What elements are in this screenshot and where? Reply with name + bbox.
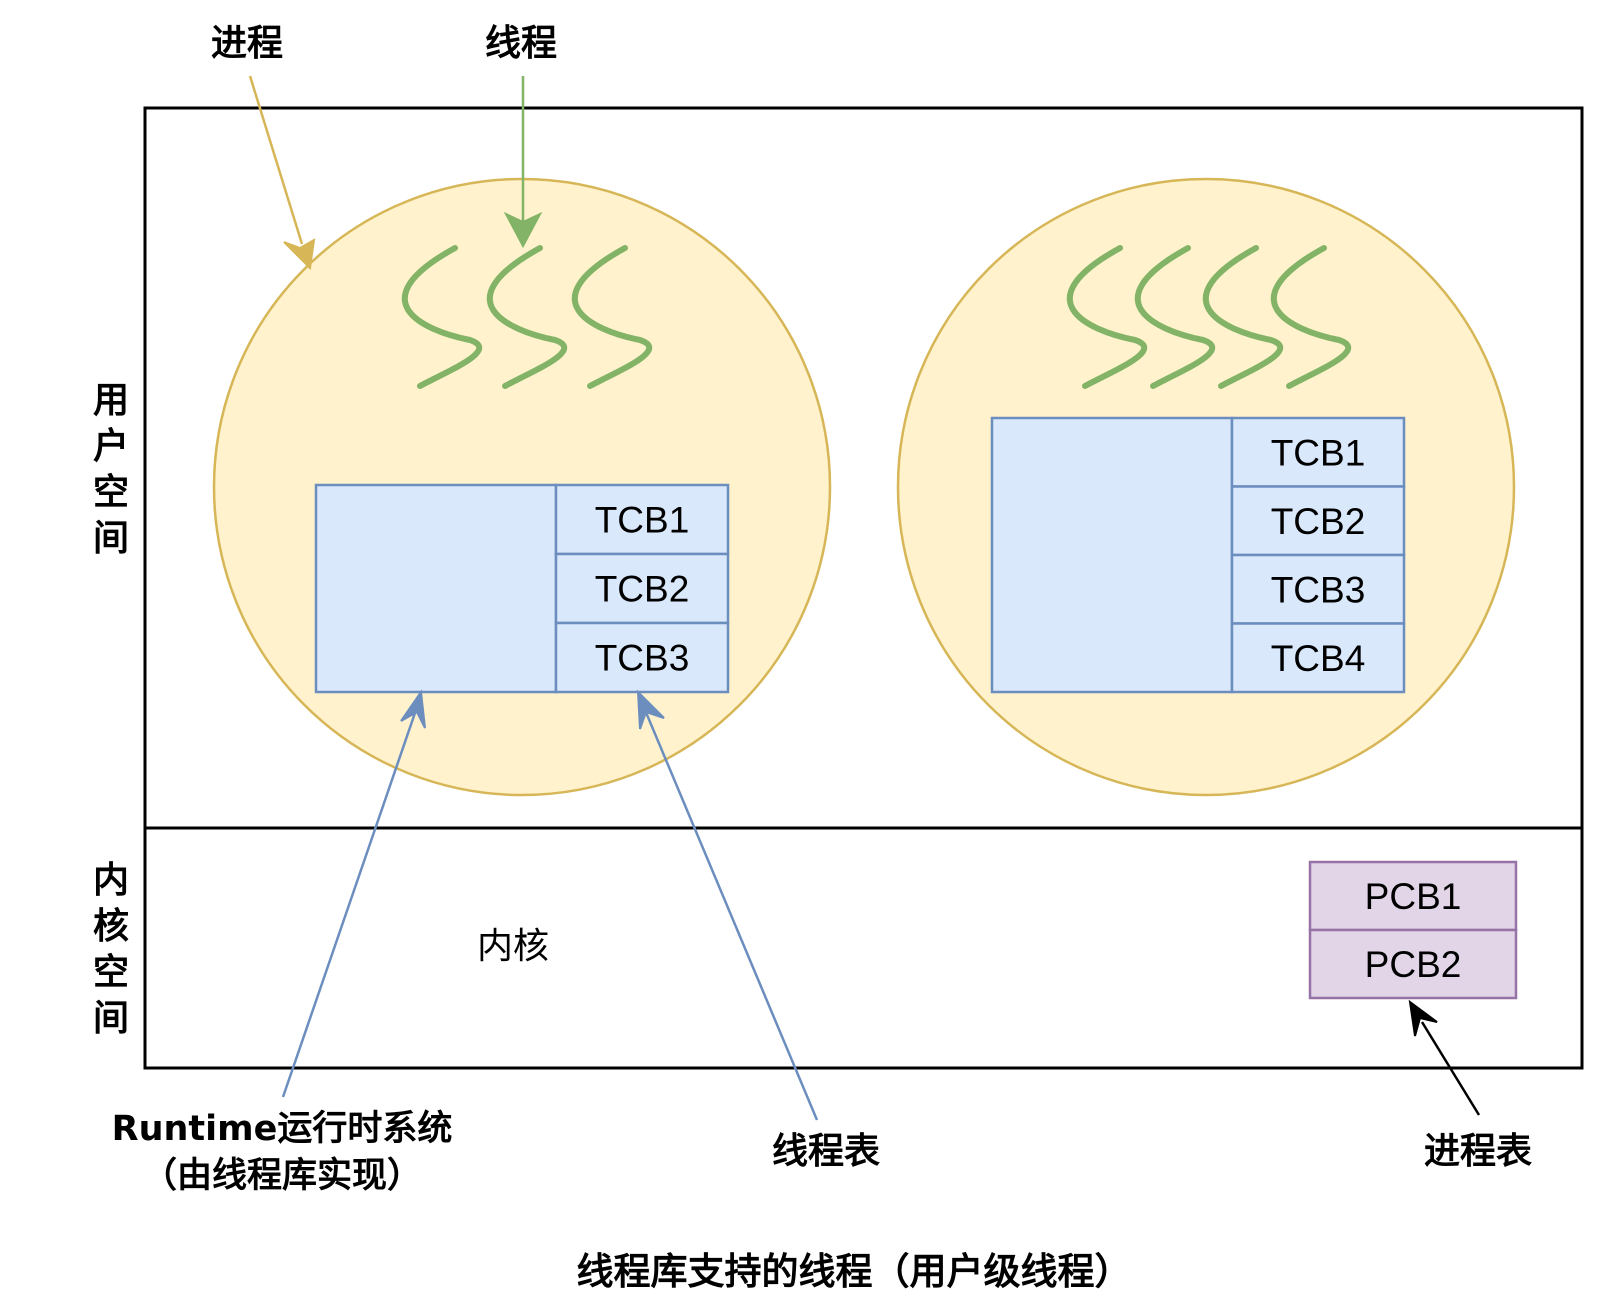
runtime-label-line1: Runtime运行时系统 xyxy=(112,1109,453,1149)
thread-pointer-arrow xyxy=(503,76,543,249)
runtime-label-line2: （由线程库实现） xyxy=(142,1156,422,1196)
pcb-cell xyxy=(1308,928,1518,1000)
tcb-cell xyxy=(1230,622,1406,694)
tcb-cell xyxy=(1230,416,1406,488)
tcb-label: TCB3 xyxy=(595,638,690,679)
thread-table-pointer-arrow xyxy=(636,689,819,1121)
thread-icon xyxy=(1134,245,1216,389)
thread-icon xyxy=(571,245,653,389)
tcb-cell xyxy=(554,552,730,625)
tcb-label: TCB1 xyxy=(595,500,690,541)
vertical-label-char: 间 xyxy=(93,998,129,1039)
thread-icon xyxy=(1066,245,1148,389)
diagram-caption: 线程库支持的线程（用户级线程） xyxy=(577,1250,1132,1293)
pcb-label: PCB2 xyxy=(1365,944,1462,985)
runtime-pointer-arrow xyxy=(281,689,426,1098)
tcb-label: TCB1 xyxy=(1271,432,1366,473)
thread-icon xyxy=(1270,245,1352,389)
tcb-cell xyxy=(1230,485,1406,557)
vertical-label-char: 空 xyxy=(93,472,129,513)
runtime-system-box xyxy=(990,416,1234,694)
pcb-cell xyxy=(1308,860,1518,932)
tcb-label: TCB2 xyxy=(1271,501,1366,542)
process-table-label: 进程表 xyxy=(1424,1131,1532,1172)
tcb-label: TCB3 xyxy=(1271,569,1366,610)
tcb-cell xyxy=(554,621,730,694)
thread-icon xyxy=(486,245,568,389)
vertical-label-char: 间 xyxy=(93,518,129,559)
vertical-label-char: 户 xyxy=(93,426,129,467)
vertical-label-char: 空 xyxy=(93,952,129,993)
vertical-label-char: 内 xyxy=(93,860,129,901)
thread-icon xyxy=(1202,245,1284,389)
thread-icon xyxy=(401,245,483,389)
vertical-label-char: 用 xyxy=(93,380,129,421)
thread-pointer-label: 线程 xyxy=(485,23,557,64)
kernel-label: 内核 xyxy=(477,926,549,967)
process-pointer-label: 进程 xyxy=(211,23,283,64)
tcb-label: TCB4 xyxy=(1271,638,1366,679)
tcb-cell xyxy=(1230,553,1406,625)
kernel-space-region xyxy=(143,826,1584,1070)
tcb-label: TCB2 xyxy=(595,569,690,610)
thread-table-label: 线程表 xyxy=(772,1131,880,1172)
vertical-label-char: 核 xyxy=(93,906,129,947)
process-pointer-arrow xyxy=(248,75,316,271)
pcb-label: PCB1 xyxy=(1365,876,1462,917)
process-table-pointer-arrow xyxy=(1408,999,1481,1116)
runtime-system-box xyxy=(314,483,558,694)
